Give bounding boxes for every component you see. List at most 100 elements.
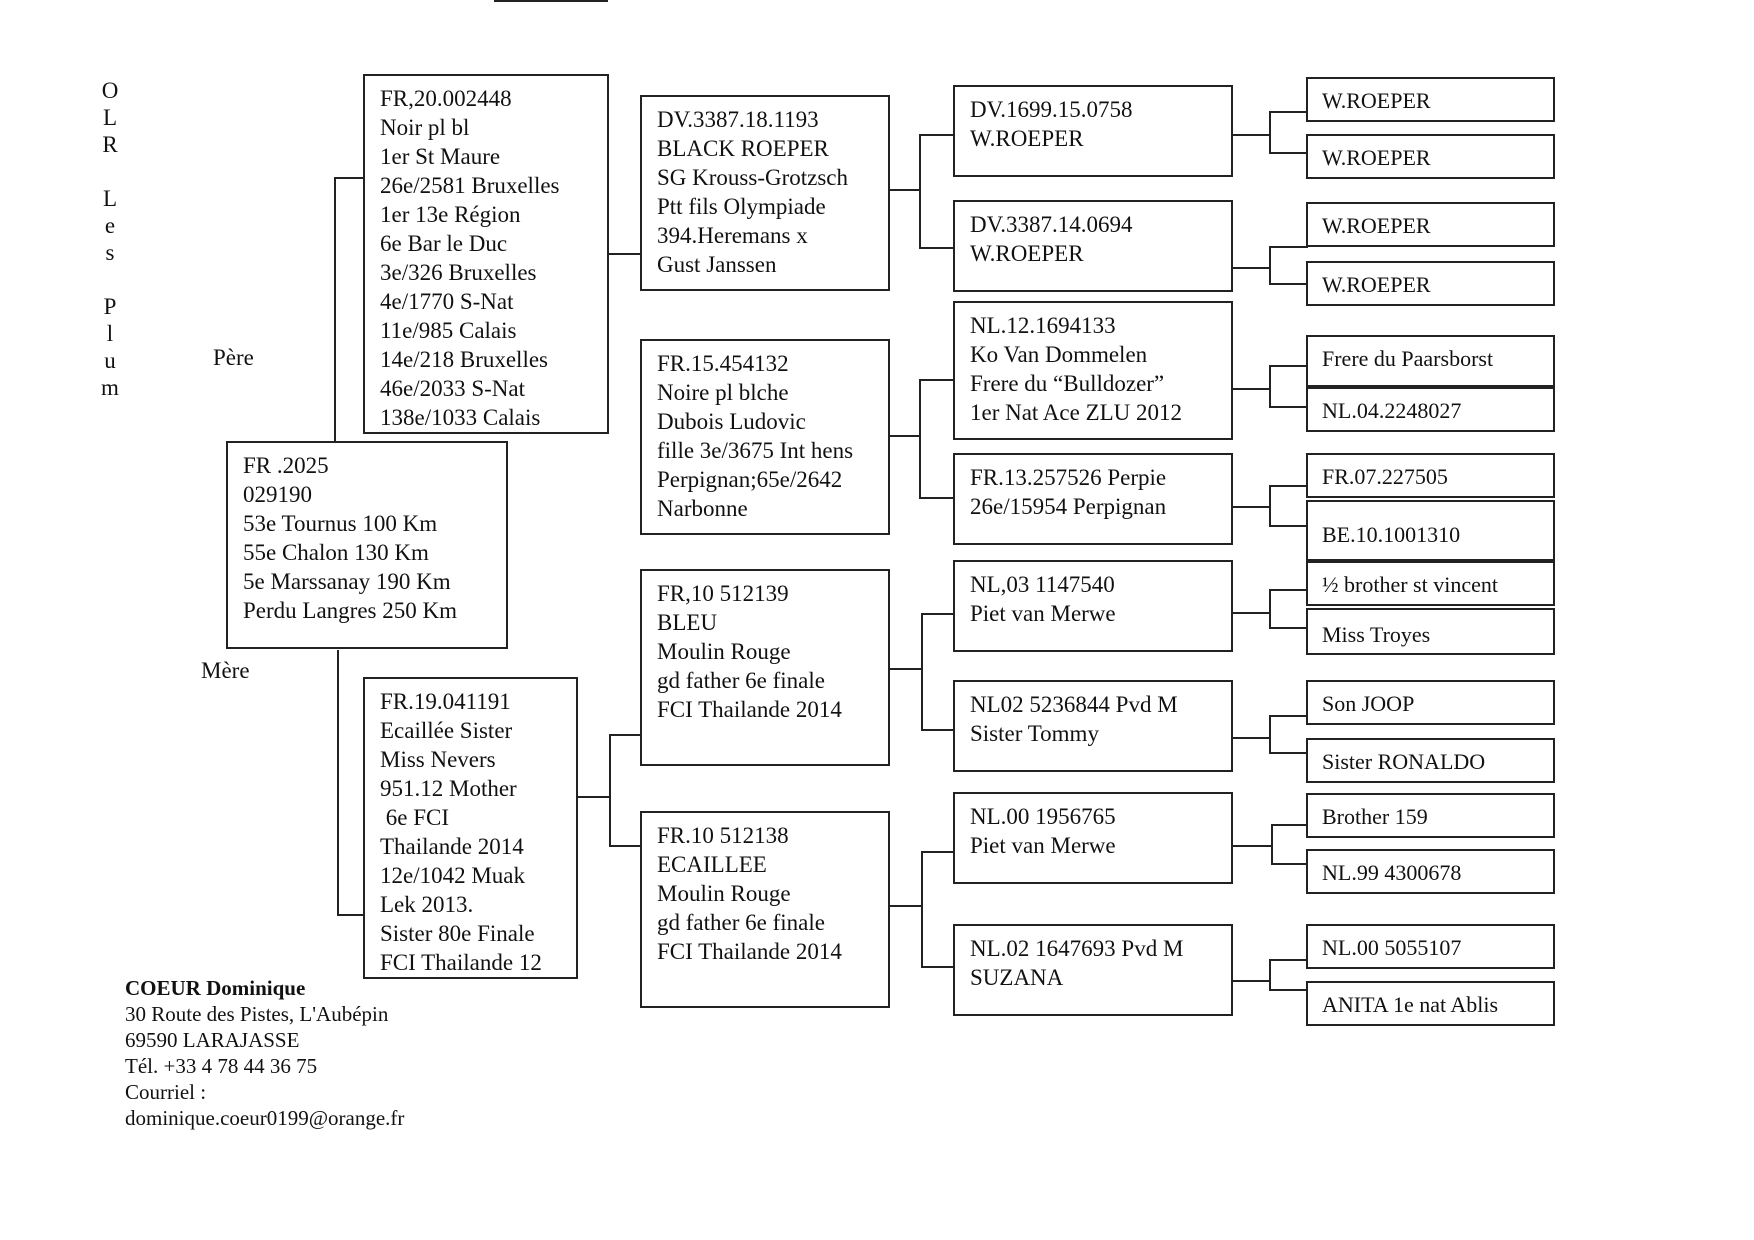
father-label: Père xyxy=(213,345,254,370)
grandparent-line: Ptt fils Olympiade xyxy=(657,194,826,219)
grandparent-line: Dubois Ludovic xyxy=(657,409,806,434)
grandparent-box-1: DV.3387.18.1193 BLACK ROEPER SG Krouss-G… xyxy=(640,95,890,291)
sire-line: 11e/985 Calais xyxy=(380,318,517,343)
subject-line: 5e Marssanay 190 Km xyxy=(243,569,451,594)
subject-box: FR .2025 029190 53e Tournus 100 Km 55e C… xyxy=(226,441,508,649)
sire-line: 6e Bar le Duc xyxy=(380,231,508,256)
ggp-line: 1er Nat Ace ZLU 2012 xyxy=(970,400,1183,425)
dam-line: Lek 2013. xyxy=(380,892,474,917)
grandparent-line: Moulin Rouge xyxy=(657,881,791,906)
grandparent-line: Narbonne xyxy=(657,496,748,521)
breeder-name: COEUR Dominique xyxy=(125,976,306,1000)
ggp-line: NL.12.1694133 xyxy=(970,313,1116,338)
grandparent-line: gd father 6e finale xyxy=(657,668,825,693)
title-char: R xyxy=(102,132,118,157)
gen4-box: NL.99 4300678 xyxy=(1306,849,1555,894)
grandparent-box-4: FR.10 512138 ECAILLEE Moulin Rouge gd fa… xyxy=(640,811,890,1008)
title-char xyxy=(100,266,120,293)
ggp-line: 26e/15954 Perpignan xyxy=(970,494,1167,519)
gen4-box: NL.04.2248027 xyxy=(1306,387,1555,432)
ggp-line: W.ROEPER xyxy=(970,241,1084,266)
great-grandparent-box-5: NL,03 1147540 Piet van Merwe xyxy=(953,560,1233,652)
grandparent-line: SG Krouss-Grotzsch xyxy=(657,165,849,190)
dam-line: Sister 80e Finale xyxy=(380,921,535,946)
grandparent-line: BLACK ROEPER xyxy=(657,136,829,161)
ggp-line: NL.00 1956765 xyxy=(970,804,1116,829)
grandparent-line: fille 3e/3675 Int hens xyxy=(657,438,854,463)
sire-line: FR,20.002448 xyxy=(380,86,512,111)
sire-line: 1er St Maure xyxy=(380,144,501,169)
title-char xyxy=(100,158,120,185)
gen4-box: W.ROEPER xyxy=(1306,77,1555,122)
email-address: dominique.coeur0199@orange.fr xyxy=(125,1106,405,1130)
gen4-box: Miss Troyes xyxy=(1306,608,1555,655)
gen4-box: W.ROEPER xyxy=(1306,134,1555,179)
gen4-box: Frere du Paarsborst xyxy=(1306,335,1555,387)
sire-line: 26e/2581 Bruxelles xyxy=(380,173,560,198)
title-char: P xyxy=(103,294,117,319)
gen4-box: FR.07.227505 xyxy=(1306,453,1555,498)
title-char: O xyxy=(101,78,119,103)
sire-line: 138e/1033 Calais xyxy=(380,405,541,430)
ggp-line: Frere du “Bulldozer” xyxy=(970,371,1165,396)
subject-line: 029190 xyxy=(243,482,312,507)
gen4-box: Son JOOP xyxy=(1306,680,1555,725)
breeder-contact: COEUR Dominique 30 Route des Pistes, L'A… xyxy=(125,975,404,1131)
sire-line: 3e/326 Bruxelles xyxy=(380,260,537,285)
title-char: L xyxy=(102,105,118,130)
subject-line: 55e Chalon 130 Km xyxy=(243,540,429,565)
sire-line: Noir pl bl xyxy=(380,115,470,140)
dam-line: 951.12 Mother xyxy=(380,776,517,801)
sire-line: 1er 13e Région xyxy=(380,202,521,227)
ggp-line: Piet van Merwe xyxy=(970,601,1116,626)
gen4-box: ½ brother st vincent xyxy=(1306,561,1555,606)
great-grandparent-box-6: NL02 5236844 Pvd M Sister Tommy xyxy=(953,680,1233,772)
address-line-1: 30 Route des Pistes, L'Aubépin xyxy=(125,1002,389,1026)
gen4-box: ANITA 1e nat Ablis xyxy=(1306,981,1555,1026)
grandparent-line: BLEU xyxy=(657,610,718,635)
great-grandparent-box-7: NL.00 1956765 Piet van Merwe xyxy=(953,792,1233,884)
ggp-line: W.ROEPER xyxy=(970,126,1084,151)
grandparent-line: gd father 6e finale xyxy=(657,910,825,935)
subject-line: 53e Tournus 100 Km xyxy=(243,511,438,536)
grandparent-box-2: FR.15.454132 Noire pl blche Dubois Ludov… xyxy=(640,339,890,535)
dam-box: FR.19.041191 Ecaillée Sister Miss Nevers… xyxy=(363,677,578,979)
sire-line: 14e/218 Bruxelles xyxy=(380,347,548,372)
grandparent-line: FR,10 512139 xyxy=(657,581,789,606)
grandparent-line: Perpignan;65e/2642 xyxy=(657,467,843,492)
grandparent-line: FR.15.454132 xyxy=(657,351,789,376)
ggp-line: FR.13.257526 Perpie xyxy=(970,465,1167,490)
gen4-box: NL.00 5055107 xyxy=(1306,924,1555,969)
ggp-line: NL02 5236844 Pvd M xyxy=(970,692,1178,717)
subject-line: FR .2025 xyxy=(243,453,329,478)
grandparent-line: Noire pl blche xyxy=(657,380,789,405)
sire-line: 4e/1770 S-Nat xyxy=(380,289,514,314)
gen4-box: W.ROEPER xyxy=(1306,202,1555,247)
gen4-box: W.ROEPER xyxy=(1306,261,1555,306)
gen4-box: Brother 159 xyxy=(1306,793,1555,838)
dam-line: FR.19.041191 xyxy=(380,689,511,714)
grandparent-line: Moulin Rouge xyxy=(657,639,791,664)
title-char: e xyxy=(104,213,116,238)
grandparent-line: DV.3387.18.1193 xyxy=(657,107,819,132)
top-rule xyxy=(494,0,608,2)
grandparent-line: FCI Thailande 2014 xyxy=(657,939,842,964)
great-grandparent-box-2: DV.3387.14.0694 W.ROEPER xyxy=(953,200,1233,292)
great-grandparent-box-3: NL.12.1694133 Ko Van Dommelen Frere du “… xyxy=(953,301,1233,440)
ggp-line: SUZANA xyxy=(970,965,1064,990)
title-char: L xyxy=(102,186,118,211)
ggp-line: NL.02 1647693 Pvd M xyxy=(970,936,1184,961)
ggp-line: Piet van Merwe xyxy=(970,833,1116,858)
great-grandparent-box-1: DV.1699.15.0758 W.ROEPER xyxy=(953,85,1233,177)
title-char: m xyxy=(101,375,119,400)
email-label: Courriel : xyxy=(125,1080,207,1104)
dam-line: Thailande 2014 xyxy=(380,834,524,859)
grandparent-box-3: FR,10 512139 BLEU Moulin Rouge gd father… xyxy=(640,569,890,766)
dam-line: Ecaillée Sister xyxy=(380,718,513,743)
great-grandparent-box-4: FR.13.257526 Perpie 26e/15954 Perpignan xyxy=(953,453,1233,545)
title-char: l xyxy=(106,321,114,346)
vertical-title: O L R L e s P l u m xyxy=(100,77,120,401)
address-line-2: 69590 LARAJASSE xyxy=(125,1028,300,1052)
gen4-box: BE.10.1001310 xyxy=(1306,500,1555,561)
